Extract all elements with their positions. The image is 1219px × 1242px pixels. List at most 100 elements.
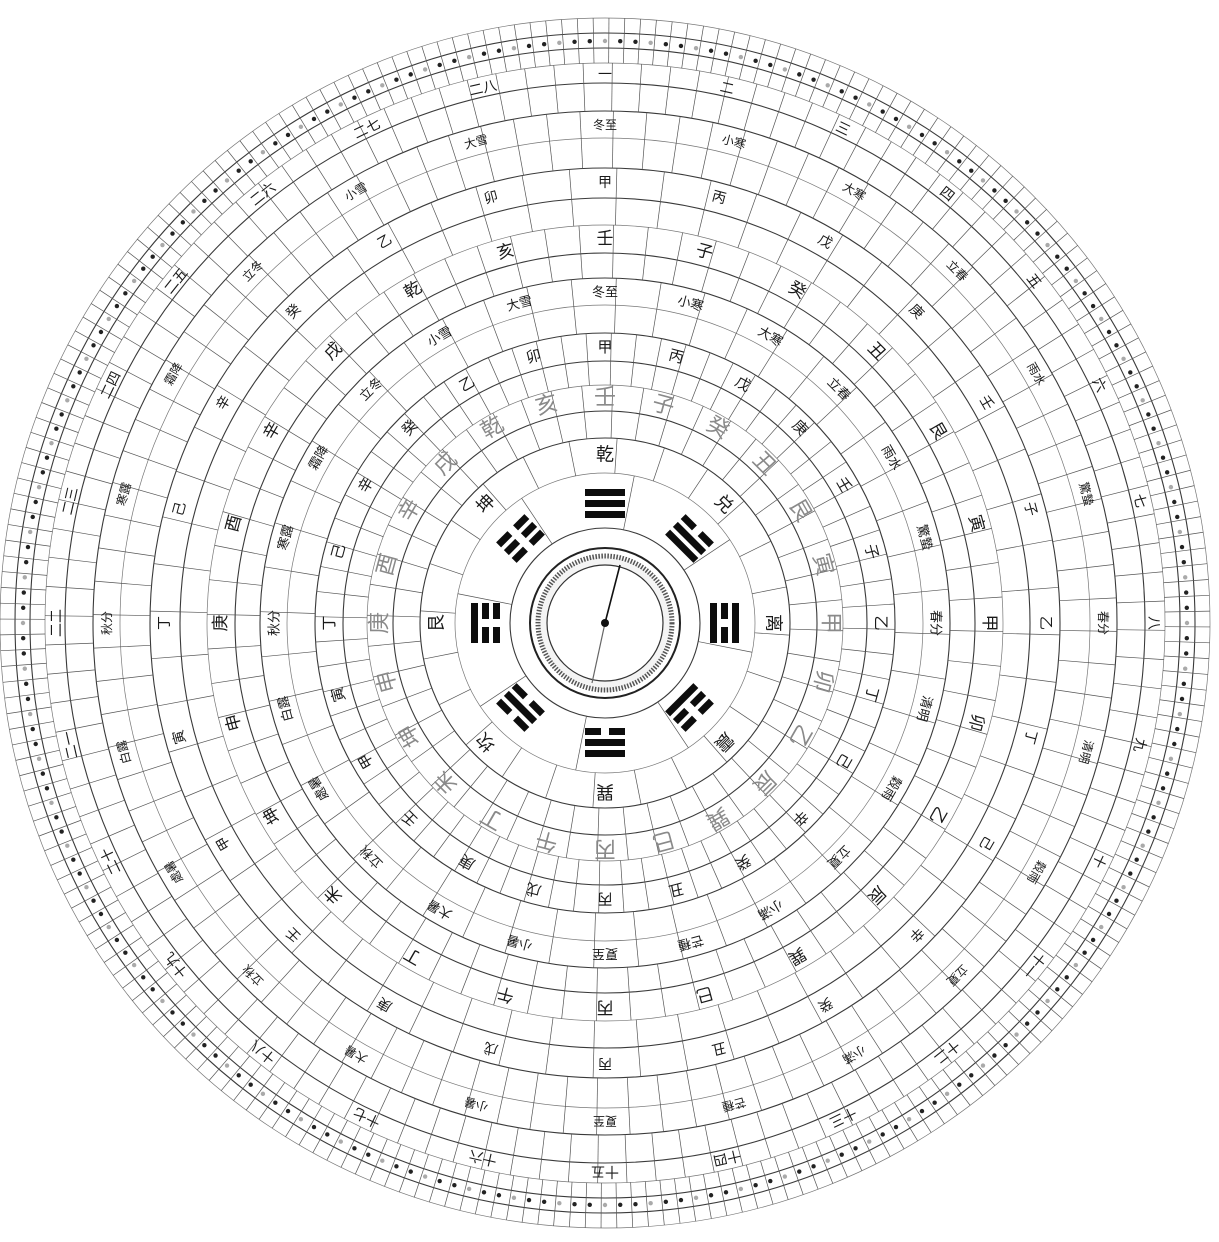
stem-branch-label: 丑	[667, 879, 686, 900]
radial-divider	[282, 725, 333, 744]
solar-term-label-outer: 冬至	[593, 117, 617, 132]
stem-branch-label: 乙	[872, 615, 890, 630]
radial-divider	[625, 1135, 627, 1183]
radial-divider	[914, 776, 962, 799]
band-dot	[527, 44, 531, 48]
radial-divider	[795, 973, 822, 1023]
radial-divider	[392, 57, 408, 99]
band-dot	[768, 1179, 772, 1183]
radial-divider	[430, 564, 463, 575]
band-dot	[22, 590, 26, 594]
band-dot	[91, 343, 95, 347]
band-dot	[123, 291, 127, 295]
radial-divider	[1023, 300, 1062, 328]
band-dot	[1169, 485, 1173, 489]
radial-divider	[748, 740, 789, 774]
band-dot	[23, 666, 27, 670]
radial-divider	[638, 19, 641, 64]
band-dot	[648, 1201, 652, 1205]
band-dot	[881, 109, 885, 113]
solar-term-label: 穀雨	[878, 773, 904, 803]
band-dot	[1183, 575, 1187, 579]
mountain-label: 壬	[594, 386, 616, 411]
radial-divider	[583, 63, 585, 111]
band-dot	[160, 243, 164, 247]
radial-divider	[1003, 633, 1060, 634]
radial-divider	[379, 772, 420, 805]
radial-divider	[1129, 410, 1171, 426]
stem-branch-label: 丙	[597, 890, 612, 908]
band-dot	[920, 133, 924, 137]
band-dot	[423, 1174, 427, 1178]
radial-divider	[1050, 719, 1106, 731]
radial-divider	[979, 882, 1026, 914]
band-dot	[1185, 621, 1189, 625]
radial-divider	[272, 1091, 297, 1129]
band-dot	[65, 844, 69, 848]
solar-term-label: 立春	[824, 375, 853, 404]
band-dot	[797, 72, 801, 76]
radial-divider	[1134, 425, 1177, 440]
radial-divider	[295, 839, 336, 872]
band-dot	[452, 59, 456, 63]
band-dot	[467, 55, 471, 59]
radial-divider	[230, 848, 277, 880]
band-dot	[1035, 231, 1039, 235]
radial-divider	[95, 925, 133, 949]
radial-divider	[425, 1108, 440, 1153]
radial-divider	[377, 63, 394, 105]
radial-divider	[842, 604, 894, 607]
radial-divider	[205, 813, 255, 840]
band-dot	[34, 500, 38, 504]
radial-divider	[154, 564, 211, 571]
trigram-symbol	[471, 603, 500, 643]
stem-branch-label-outer: 丙	[598, 1055, 612, 1071]
solar-term-label-outer: 霜降	[162, 360, 186, 388]
radial-divider	[546, 21, 550, 66]
radial-divider	[142, 818, 194, 842]
stem-branch-label: 寅	[328, 685, 349, 704]
band-dot	[286, 1109, 290, 1113]
mountain-label: 未	[429, 765, 462, 798]
radial-divider	[54, 373, 95, 392]
radial-divider	[942, 929, 984, 967]
radial-divider	[1070, 837, 1114, 857]
radial-divider	[849, 79, 869, 119]
solar-term-label: 寒露	[275, 523, 297, 552]
mountain-label-outer: 辛	[260, 419, 286, 444]
radial-divider	[546, 114, 553, 171]
radial-divider	[94, 645, 151, 648]
stem-branch-label: 戊	[524, 879, 543, 900]
band-dot	[1175, 515, 1179, 519]
stem-branch-label-outer: 壬	[283, 924, 304, 945]
radial-divider	[757, 1112, 771, 1158]
radial-divider	[151, 654, 208, 658]
radial-divider	[184, 961, 220, 993]
band-dot	[1146, 412, 1150, 416]
radial-divider	[788, 1152, 803, 1195]
radial-divider	[1069, 284, 1106, 309]
radial-divider	[184, 332, 231, 364]
radial-divider	[96, 675, 153, 682]
radial-divider	[80, 800, 125, 817]
radial-divider	[772, 1046, 793, 1099]
band-dot	[981, 1063, 985, 1067]
band-dot	[679, 1198, 683, 1202]
solar-term-label-outer: 大雪	[463, 132, 490, 152]
radial-divider	[585, 1183, 586, 1228]
radial-divider	[782, 1103, 799, 1148]
radial-divider	[636, 1020, 640, 1077]
stem-branch-label: 壬	[398, 806, 421, 829]
radial-divider	[1118, 381, 1159, 399]
radial-divider	[1002, 587, 1059, 591]
radial-divider	[150, 389, 201, 415]
band-dot	[907, 125, 911, 129]
band-dot	[1134, 858, 1138, 862]
radial-divider	[1028, 435, 1081, 456]
band-dot	[1165, 470, 1169, 474]
radial-divider	[48, 388, 89, 405]
band-dot	[679, 44, 683, 48]
mountain-label-outer: 亥	[495, 240, 517, 264]
stem-branch-label: 己	[328, 542, 349, 561]
solar-term-label-outer: 小寒	[720, 131, 747, 152]
